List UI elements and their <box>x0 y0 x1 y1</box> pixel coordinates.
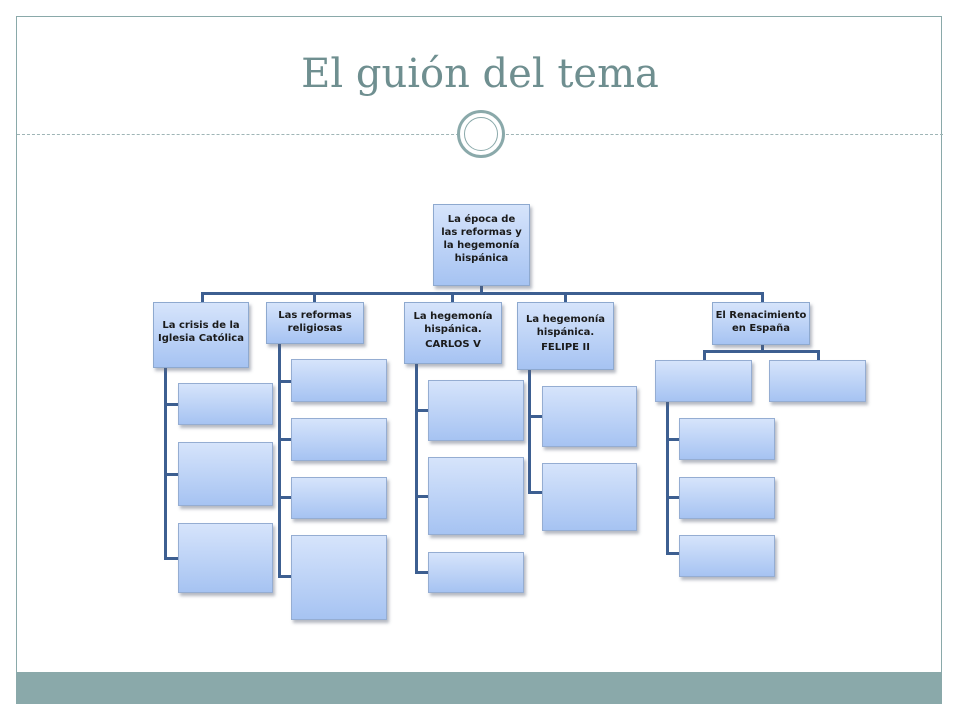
empty-node <box>291 359 387 402</box>
connector <box>278 380 293 383</box>
empty-node <box>178 442 273 506</box>
connector <box>703 350 706 361</box>
connector <box>164 403 179 406</box>
empty-node <box>679 535 775 577</box>
empty-node <box>291 418 387 461</box>
connector <box>278 438 293 441</box>
connector <box>415 495 430 498</box>
empty-node <box>428 380 524 441</box>
branch-label: Las reformas religiosas <box>278 310 352 334</box>
branch-node-reformas: Las reformas religiosas <box>266 302 364 344</box>
connector <box>564 292 567 303</box>
ring-ornament-icon <box>457 110 505 158</box>
connector <box>164 368 167 560</box>
connector <box>703 350 820 353</box>
empty-node <box>428 457 524 535</box>
branch-label: La hegemonía hispánica. <box>525 314 606 338</box>
connector <box>761 345 764 352</box>
connector <box>278 575 293 578</box>
root-label: La época de las reformas y la hegemonía … <box>441 214 522 264</box>
empty-node <box>178 383 273 425</box>
branch-node-renacimiento: El Renacimiento en España <box>712 302 810 345</box>
connector <box>528 491 543 494</box>
connector <box>278 496 293 499</box>
connector <box>313 292 316 303</box>
connector <box>817 350 820 361</box>
empty-node <box>655 360 752 402</box>
branch-label: El Renacimiento en España <box>715 310 807 334</box>
slide-title: El guión del tema <box>301 51 659 97</box>
empty-node <box>679 418 775 460</box>
empty-node <box>428 552 524 593</box>
empty-node <box>542 386 637 447</box>
connector <box>528 370 531 494</box>
connector <box>761 292 764 303</box>
empty-node <box>178 523 273 593</box>
empty-node <box>679 477 775 519</box>
branch-sublabel: FELIPE II <box>541 342 590 353</box>
connector <box>164 557 179 560</box>
branch-label: La hegemonía hispánica. <box>413 311 493 335</box>
connector <box>528 415 543 418</box>
connector <box>415 364 418 574</box>
branch-sublabel: CARLOS V <box>425 339 481 350</box>
connector <box>666 552 680 555</box>
empty-node <box>291 477 387 519</box>
connector <box>201 292 764 295</box>
connector <box>164 473 179 476</box>
branch-node-carlos-v: La hegemonía hispánica. CARLOS V <box>404 302 502 364</box>
connector <box>415 571 430 574</box>
connector <box>666 438 680 441</box>
footer-bar <box>17 672 941 704</box>
connector <box>666 402 669 555</box>
connector <box>480 285 483 294</box>
empty-node <box>542 463 637 531</box>
empty-node <box>291 535 387 620</box>
connector <box>451 292 454 303</box>
branch-node-felipe-ii: La hegemonía hispánica. FELIPE II <box>517 302 614 370</box>
connector <box>415 409 430 412</box>
empty-node <box>769 360 866 402</box>
connector <box>201 292 204 303</box>
root-node: La época de las reformas y la hegemonía … <box>433 204 530 286</box>
connector <box>666 496 680 499</box>
branch-node-crisis: La crisis de la Iglesia Católica <box>153 302 249 368</box>
branch-label: La crisis de la Iglesia Católica <box>158 320 244 344</box>
connector <box>278 344 281 578</box>
